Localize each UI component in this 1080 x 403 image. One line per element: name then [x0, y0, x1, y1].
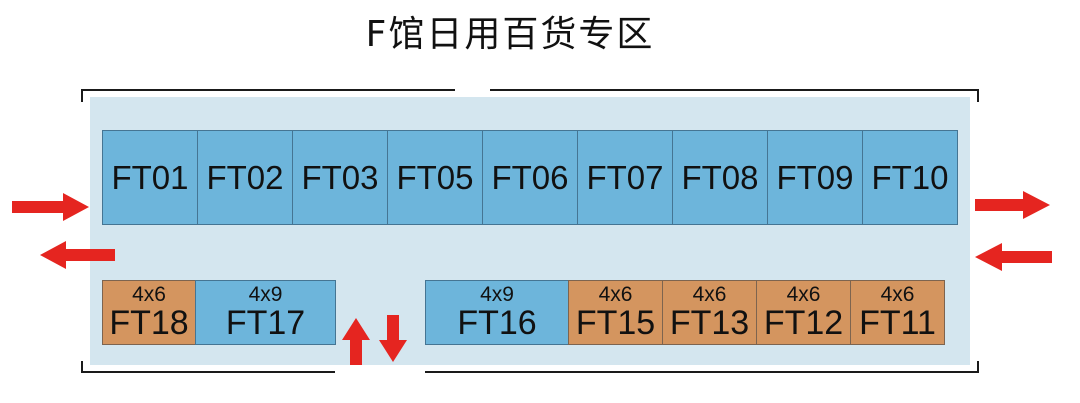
booth-label: FT09 [776, 158, 854, 196]
booth-size: 4x6 [598, 283, 633, 306]
booth-ft09: FT09 [767, 130, 863, 225]
booth-ft01: FT01 [102, 130, 198, 225]
booth-label: FT15 [575, 304, 656, 342]
booth-label: FT03 [301, 158, 379, 196]
booth-ft11: 4x6 FT11 [850, 280, 945, 345]
booth-size: 4x6 [786, 283, 821, 306]
booth-label: FT16 [457, 304, 537, 342]
booth-ft12: 4x6 FT12 [756, 280, 851, 345]
arrow-right-icon [975, 191, 1050, 219]
booth-label: FT02 [206, 158, 284, 196]
booth-label: FT18 [109, 304, 189, 342]
booth-ft08: FT08 [672, 130, 768, 225]
arrow-right-icon [12, 193, 89, 221]
booth-ft10: FT10 [862, 130, 958, 225]
booth-ft07: FT07 [577, 130, 673, 225]
booth-ft18: 4x6 FT18 [102, 280, 196, 345]
booth-row-bottom-right: 4x9 FT16 4x6 FT15 4x6 FT13 4x6 FT12 4x6 … [425, 280, 945, 345]
booth-ft15: 4x6 FT15 [568, 280, 663, 345]
booth-ft06: FT06 [482, 130, 578, 225]
booth-label: FT17 [225, 304, 306, 342]
booth-label: FT05 [396, 158, 474, 196]
booth-ft13: 4x6 FT13 [662, 280, 757, 345]
arrow-left-icon [975, 243, 1052, 271]
booth-row-top: FT01 FT02 FT03 FT05 FT06 FT07 FT08 FT09 … [102, 130, 958, 225]
booth-size: 4x6 [880, 283, 915, 306]
booth-size: 4x9 [480, 283, 514, 306]
booth-size: 4x9 [248, 283, 283, 306]
booth-label: FT08 [681, 158, 759, 196]
booth-label: FT10 [871, 158, 949, 196]
booth-row-bottom-left: 4x6 FT18 4x9 FT17 [102, 280, 336, 345]
booth-label: FT11 [859, 304, 936, 342]
booth-ft16: 4x9 FT16 [425, 280, 569, 345]
booth-size: 4x6 [692, 283, 727, 306]
booth-label: FT01 [111, 158, 189, 196]
booth-ft02: FT02 [197, 130, 293, 225]
booth-size: 4x6 [132, 283, 166, 306]
booth-ft03: FT03 [292, 130, 388, 225]
page-title: F馆日用百货专区 [365, 14, 655, 55]
booth-ft05: FT05 [387, 130, 483, 225]
booth-label: FT07 [586, 158, 664, 196]
booth-label: FT06 [491, 158, 569, 196]
booth-ft17: 4x9 FT17 [195, 280, 336, 345]
booth-label: FT12 [763, 304, 844, 342]
booth-label: FT13 [669, 304, 750, 342]
